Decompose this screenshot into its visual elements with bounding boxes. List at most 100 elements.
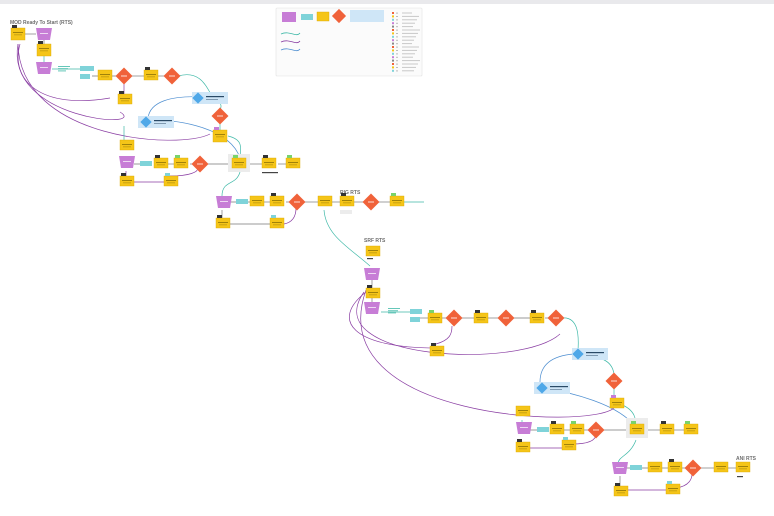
task-node[interactable] (529, 310, 545, 324)
legend-row (392, 18, 417, 21)
task-node[interactable] (261, 155, 277, 169)
task-node[interactable] (713, 461, 729, 473)
connector-line (561, 317, 579, 353)
purple-connector-icon (280, 40, 301, 44)
task-node[interactable] (561, 437, 577, 451)
highlighted-decision-node[interactable] (534, 382, 570, 394)
start-node[interactable] (36, 28, 52, 40)
decision-node[interactable] (288, 193, 306, 211)
decision-node[interactable] (497, 309, 515, 327)
task-node[interactable] (473, 310, 489, 324)
task-node[interactable] (549, 421, 565, 435)
highlighted-decision-node[interactable] (138, 116, 174, 128)
highlighted-decision-node[interactable] (572, 348, 608, 360)
start-node[interactable] (516, 422, 532, 434)
decision-node[interactable] (605, 372, 623, 390)
start-node[interactable] (36, 62, 52, 74)
task-node[interactable] (249, 195, 265, 207)
data-node[interactable] (80, 66, 94, 71)
task-node[interactable] (683, 421, 699, 435)
start-shape-icon (282, 12, 296, 22)
decision-node[interactable] (163, 67, 181, 85)
rig-section-title: RIG RTS (340, 190, 361, 196)
task-node[interactable] (173, 155, 189, 169)
legend-row (392, 12, 412, 14)
start-node[interactable] (364, 268, 380, 280)
task-node[interactable] (515, 405, 531, 417)
task-node[interactable] (97, 69, 113, 81)
task-node[interactable] (569, 421, 585, 435)
task-node[interactable] (427, 310, 443, 324)
task-node[interactable] (269, 215, 285, 229)
decision-node[interactable] (445, 309, 463, 327)
task-node[interactable] (163, 173, 179, 187)
task-node[interactable] (429, 343, 445, 357)
highlighted-decision-node[interactable] (192, 92, 228, 104)
task-node[interactable] (629, 421, 645, 435)
data-node[interactable] (236, 199, 248, 204)
data-node[interactable] (537, 427, 549, 432)
task-node[interactable] (119, 173, 135, 187)
connector-line (360, 289, 615, 418)
task-node[interactable] (215, 215, 231, 229)
task-node[interactable] (667, 459, 683, 473)
data-node[interactable] (630, 465, 642, 470)
task-node[interactable] (735, 461, 751, 473)
decision-node[interactable] (211, 107, 229, 125)
connector-line (435, 325, 453, 345)
legend-row (392, 39, 414, 42)
task-node[interactable] (659, 421, 675, 435)
legend-row (392, 22, 415, 25)
task-node[interactable] (231, 155, 247, 169)
start-node[interactable] (216, 196, 232, 208)
decision-node[interactable] (362, 193, 380, 211)
decision-node[interactable] (547, 309, 565, 327)
decision-node[interactable] (191, 155, 209, 173)
start-node[interactable] (612, 462, 628, 474)
legend-row (392, 59, 420, 62)
data-node[interactable] (410, 309, 422, 314)
task-node[interactable] (36, 41, 52, 57)
task-node[interactable] (285, 155, 301, 169)
data-node[interactable] (80, 74, 90, 79)
start-node[interactable] (119, 156, 135, 168)
task-node[interactable] (269, 193, 285, 207)
top-toolbar-strip (0, 0, 774, 4)
task-node[interactable] (389, 193, 405, 207)
legend-row (392, 29, 420, 31)
legend-row (392, 49, 417, 52)
data-node[interactable] (410, 317, 420, 322)
connector-line (349, 291, 437, 349)
start-node[interactable] (364, 302, 380, 314)
task-node[interactable] (10, 25, 26, 41)
task-node[interactable] (647, 461, 663, 473)
task-node[interactable] (317, 195, 333, 207)
legend-row (392, 25, 413, 28)
legend-row (392, 46, 419, 48)
decision-node[interactable] (587, 421, 605, 439)
task-node[interactable] (117, 91, 133, 105)
connector-line (617, 439, 637, 465)
task-node[interactable] (153, 155, 169, 169)
connector-line (323, 209, 371, 267)
decision-node[interactable] (684, 459, 702, 477)
legend-row (392, 42, 412, 45)
legend-row (392, 63, 418, 65)
data-node[interactable] (140, 161, 152, 166)
task-node[interactable] (613, 483, 629, 497)
legend-panel (275, 7, 423, 77)
task-node[interactable] (665, 481, 681, 495)
task-node[interactable] (143, 67, 159, 81)
connector-line (17, 43, 111, 102)
task-node[interactable] (515, 439, 531, 453)
task-node[interactable] (119, 139, 135, 151)
task-node[interactable] (212, 127, 228, 143)
task-node[interactable] (365, 285, 381, 299)
decision-node[interactable] (115, 67, 133, 85)
task-node[interactable] (609, 395, 625, 409)
legend-row (392, 15, 419, 18)
decision-shape-icon (331, 8, 347, 24)
task-node[interactable] (339, 193, 355, 207)
task-node[interactable] (365, 245, 381, 257)
